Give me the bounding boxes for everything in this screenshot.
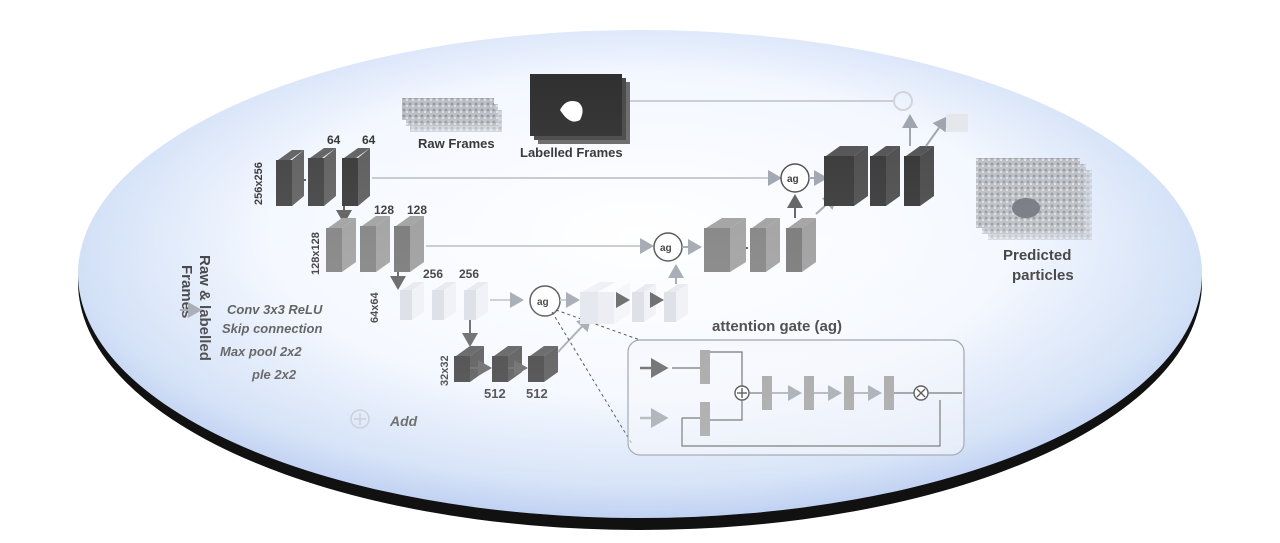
plate-fade — [78, 30, 1202, 518]
